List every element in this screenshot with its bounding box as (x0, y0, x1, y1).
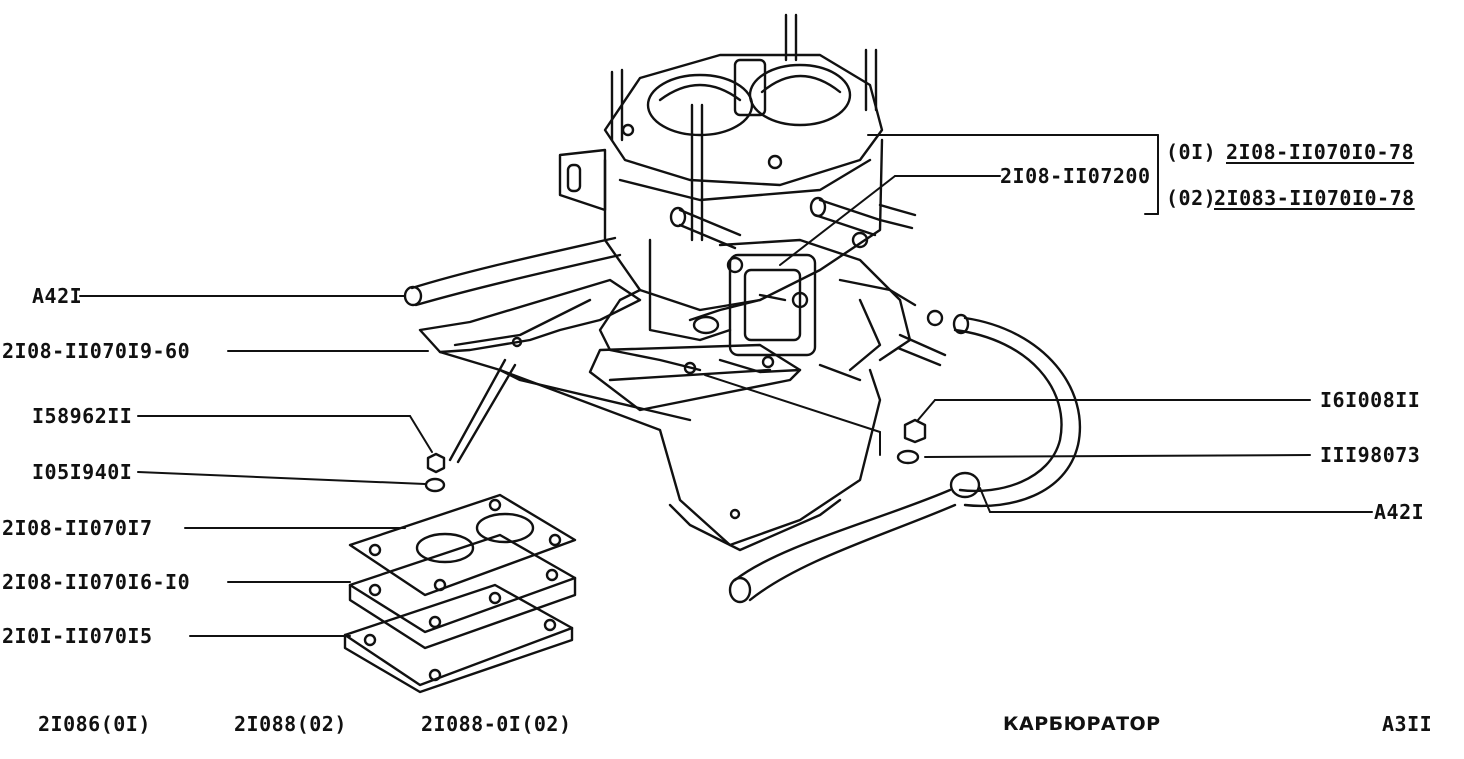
nut-washer-left (424, 452, 446, 493)
fuel-hose-upper (403, 236, 622, 307)
label-variant-01-code: (0I) (1166, 140, 1217, 164)
label-washer-left: I05I940I (32, 460, 133, 484)
label-variant-02-part: 2I083-II070I0-78 (1214, 186, 1415, 210)
label-variant-01-part: 2I08-II070I0-78 (1226, 140, 1415, 164)
carburetor-body (558, 13, 947, 382)
label-hose-a421-left: A42I (32, 284, 83, 308)
label-jet-part: 2I08-II07200 (1000, 164, 1151, 188)
fuel-hose-lower (728, 313, 1082, 604)
footer-model-2: 2I088(02) (234, 712, 347, 736)
label-gasket-top: 2I08-II070I7 (2, 516, 153, 540)
label-bracket: 2I08-II070I9-60 (2, 339, 191, 363)
footer-page-number: A3II (1382, 712, 1433, 736)
nut-washer-right (896, 418, 927, 465)
footer-model-3: 2I088-0I(02) (421, 712, 572, 736)
label-nut-left: I58962II (32, 404, 133, 428)
label-gasket-bottom: 2I0I-II070I5 (2, 624, 153, 648)
label-washer-right: III98073 (1320, 443, 1421, 467)
label-variant-02-code: (02) (1166, 186, 1217, 210)
leader-lines (79, 134, 1373, 637)
label-nut-right: I6I008II (1320, 388, 1421, 412)
footer-title: КАРБЮРАТОР (1003, 713, 1161, 735)
gasket-top (348, 493, 577, 597)
gasket-bottom (343, 583, 574, 694)
label-hose-a421-right: A42I (1374, 500, 1425, 524)
label-gasket-middle: 2I08-II070I6-I0 (2, 570, 191, 594)
footer-model-1: 2I086(0I) (38, 712, 151, 736)
